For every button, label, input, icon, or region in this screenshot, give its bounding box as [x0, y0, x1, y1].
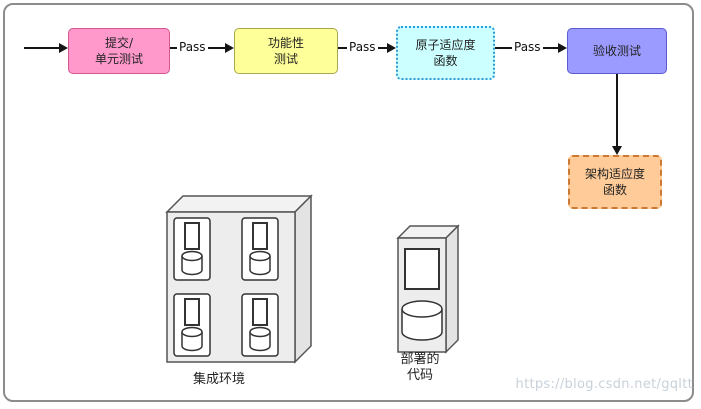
- pass-label: Pass: [512, 40, 543, 55]
- deployed-code-label: 部署的 代码: [388, 352, 452, 383]
- pass-label: Pass: [177, 40, 208, 55]
- node-label-line: 函数: [602, 183, 627, 197]
- arrow-start-line: [24, 47, 60, 49]
- integration-environment-label: 集成环境: [192, 372, 245, 387]
- node-functional-test: 功能性 测试: [234, 28, 338, 74]
- server-icon: [173, 293, 211, 357]
- integration-environment-box: [165, 194, 313, 364]
- node-label-line: 提交/: [104, 35, 134, 50]
- node-label-line: 单元测试: [94, 52, 143, 66]
- watermark: https://blog.csdn.net/gqltt: [515, 377, 693, 392]
- arrow-head-1: [225, 43, 234, 53]
- node-label-line: 架构适应度: [584, 166, 645, 181]
- node-label-line: 测试: [273, 52, 298, 66]
- arrow-head-2: [387, 43, 396, 53]
- node-submit-unit-test: 提交/ 单元测试: [68, 28, 170, 74]
- box-side-face: [294, 194, 312, 364]
- node-acceptance-test: 验收测试: [567, 28, 667, 74]
- node-label-line: 验收测试: [592, 43, 641, 58]
- deployed-code-label-line: 代码: [406, 367, 433, 383]
- arrow-start-head: [59, 43, 68, 53]
- node-atomic-fitness-function: 原子适应度 函数: [396, 26, 495, 80]
- deployed-code-box: [396, 224, 460, 354]
- arrow-line-down: [616, 74, 618, 147]
- node-architecture-fitness-function: 架构适应度 函数: [568, 155, 662, 209]
- node-label-line: 原子适应度: [415, 37, 476, 52]
- node-label-line: 功能性: [267, 35, 304, 50]
- database-cylinder-icon: [401, 309, 443, 341]
- arrow-head-down: [612, 146, 622, 155]
- box-side-face: [445, 224, 459, 354]
- pass-label: Pass: [347, 40, 378, 55]
- server-icon: [241, 217, 279, 281]
- deployed-code-label-line: 部署的: [400, 352, 440, 367]
- server-icon: [173, 217, 211, 281]
- arrow-head-3: [558, 43, 567, 53]
- node-label-line: 函数: [433, 54, 458, 68]
- server-icon: [241, 293, 279, 357]
- code-block-icon: [404, 248, 440, 290]
- box-top-face: [165, 195, 313, 213]
